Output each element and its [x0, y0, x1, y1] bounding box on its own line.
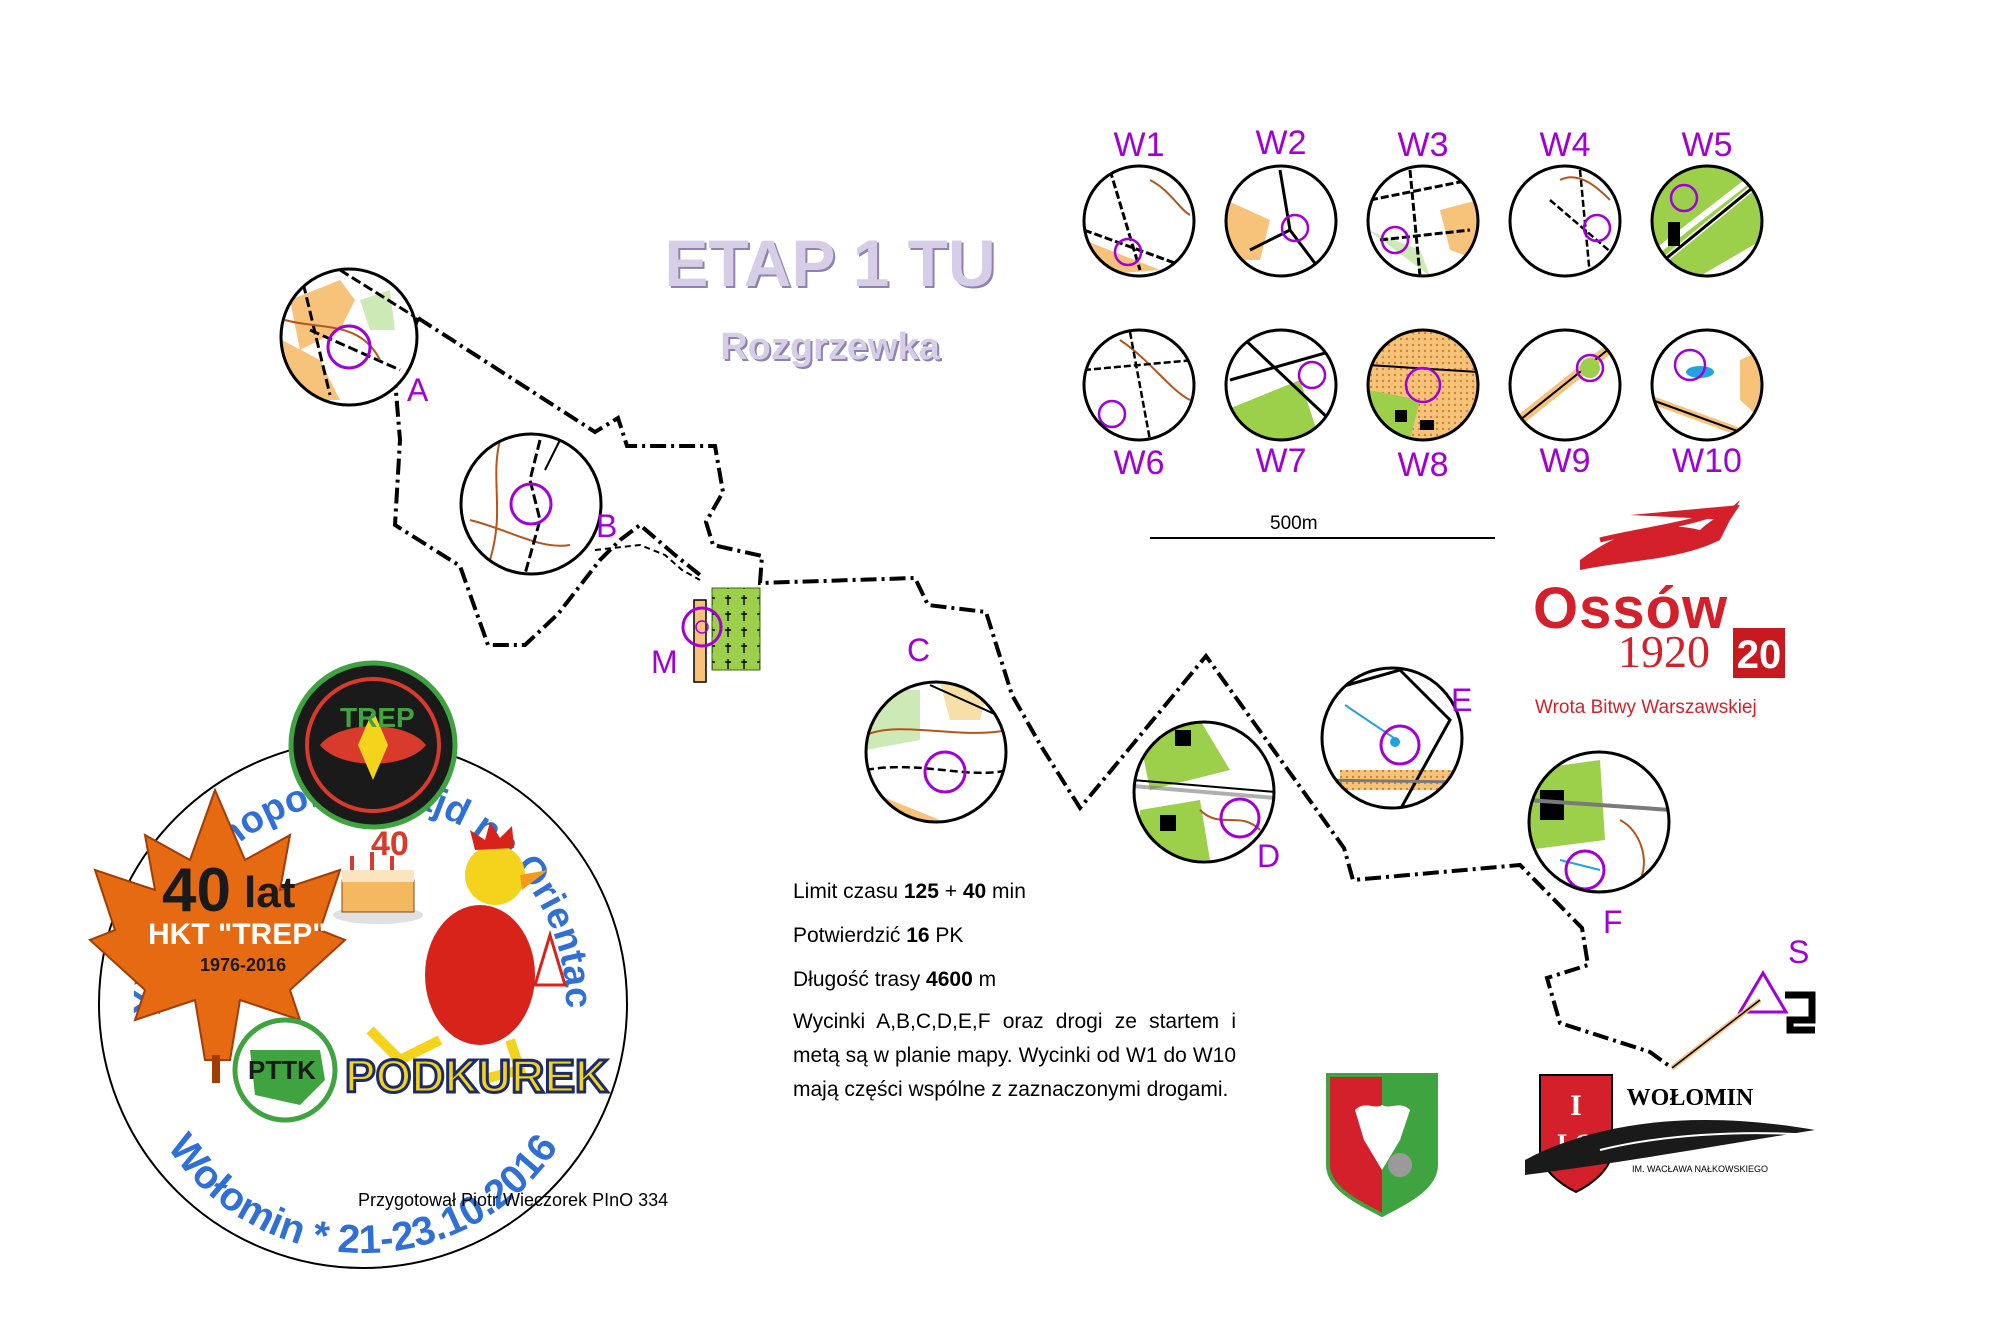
route-thin: [594, 543, 701, 581]
inset-label-w10: W10: [1672, 442, 1742, 480]
control-label-b: B: [596, 508, 618, 544]
school-patron: IM. WACŁAWA NAŁKOWSKIEGO: [1632, 1164, 1768, 1174]
cake-number: 40: [371, 825, 409, 863]
trep-text: TREP: [340, 702, 415, 733]
page-title: ETAP 1 TU: [664, 226, 996, 300]
podkurek-text: PODKUREK: [345, 1050, 608, 1102]
school-name: WOŁOMIN: [1627, 1085, 1754, 1111]
inset-B: [461, 434, 601, 574]
inset-W1: [1084, 166, 1194, 276]
author-credit: Przygotował Piotr Wieczorek PInO 334: [358, 1190, 669, 1210]
rooster-mascot: [366, 822, 568, 1085]
inset-W2: [1226, 166, 1336, 276]
scale-label: 500m: [1270, 513, 1318, 534]
start-triangle: [1670, 970, 1816, 1070]
inset-W3: [1368, 166, 1478, 276]
trep-logo: [288, 660, 458, 830]
inset-label-w7: W7: [1255, 442, 1307, 480]
inset-D: [1134, 722, 1274, 862]
control-label-m: M: [651, 644, 678, 680]
inset-label-w8: W8: [1397, 446, 1449, 484]
control-label-c: C: [907, 632, 931, 668]
info-length: Długość trasy 4600 m: [793, 968, 997, 991]
control-label-e: E: [1451, 682, 1473, 718]
ossow-tag: 20: [1733, 628, 1785, 678]
leaf-number: 40: [162, 856, 231, 925]
inset-label-w9: W9: [1539, 442, 1591, 480]
inset-C: [866, 682, 1006, 822]
ossow-flag-logo: [1580, 500, 1740, 570]
inset-W4: [1510, 166, 1620, 276]
control-label-d: D: [1257, 838, 1281, 874]
page-subtitle: Rozgrzewka: [720, 326, 940, 368]
info-confirm: Potwierdzić 16 PK: [793, 924, 964, 947]
info-time-limit: Limit czasu 125 + 40 min: [793, 880, 1026, 903]
inset-E: [1322, 668, 1462, 808]
inset-label-w2: W2: [1255, 124, 1307, 162]
leaf-lat: lat: [244, 868, 296, 917]
inset-label-w4: W4: [1539, 126, 1591, 164]
inset-W5: [1652, 166, 1762, 276]
control-label-s: S: [1788, 934, 1810, 970]
ossow-subtitle: Wrota Bitwy Warszawskiej: [1535, 697, 1757, 718]
control-label-f: F: [1603, 904, 1623, 940]
route-lines: [392, 316, 1674, 1070]
leaf-club: HKT "TREP": [148, 918, 327, 951]
inset-label-w1: W1: [1113, 126, 1165, 164]
wolomin-coat-of-arms: [1326, 1073, 1438, 1218]
maple-leaf-logo: [88, 787, 347, 1083]
control-label-a: A: [407, 372, 429, 408]
pttk-logo: [232, 1017, 338, 1123]
inset-label-w6: W6: [1113, 444, 1165, 482]
pttk-text: PTTK: [248, 1055, 316, 1085]
leaf-years: 1976-2016: [200, 955, 287, 975]
ossow-year: 1920: [1618, 626, 1710, 677]
school-initial-top: I: [1570, 1089, 1582, 1122]
school-emblem: I LO WOŁOMIN IM. WACŁAWA NAŁKOWSKIEGO: [1525, 1074, 1815, 1194]
inset-W6: [1084, 330, 1194, 440]
inset-label-w3: W3: [1397, 126, 1449, 164]
inset-label-w5: W5: [1681, 126, 1733, 164]
ossow-name: Ossów: [1533, 576, 1729, 641]
inset-A: [281, 269, 417, 405]
inset-W9: [1510, 330, 1620, 440]
inset-F: [1529, 752, 1669, 892]
info-description: Wycinki A,B,C,D,E,F oraz drogi ze starte…: [793, 1010, 1236, 1101]
cemetery-area: [681, 587, 761, 683]
inset-W7: [1226, 330, 1336, 440]
cake-illustration: 40: [333, 825, 423, 924]
